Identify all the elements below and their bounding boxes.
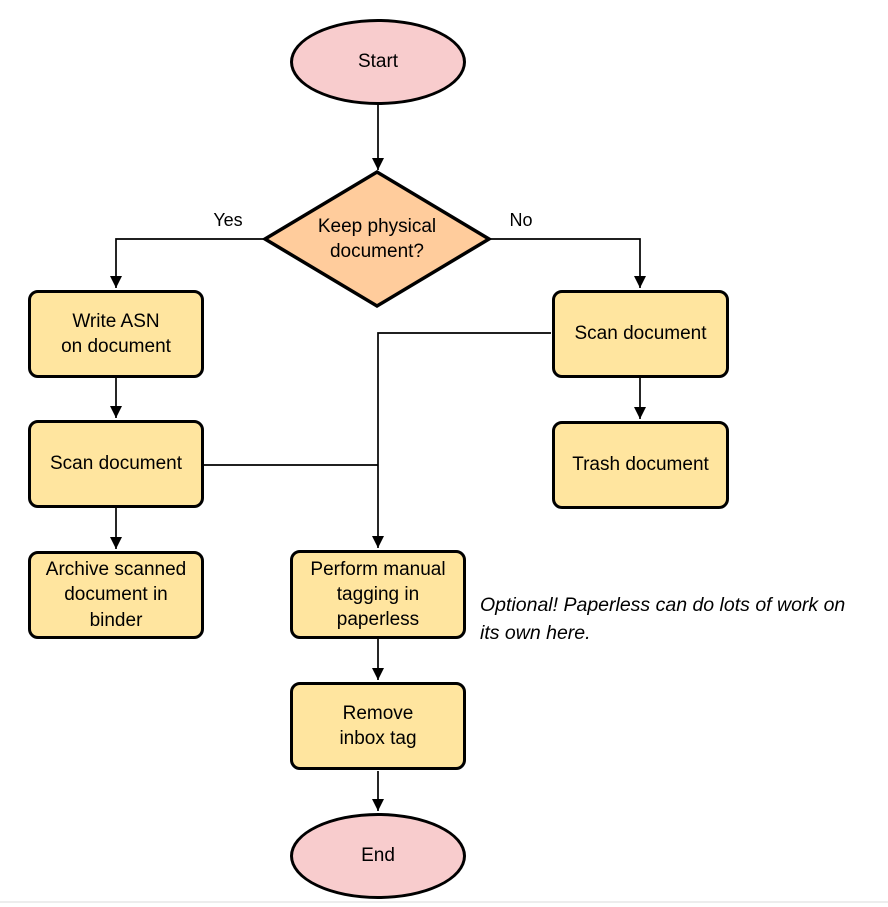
edge-label-no: No	[496, 209, 546, 231]
decision-diamond-shape	[261, 169, 493, 309]
annotation-note: Optional! Paperless can do lots of work …	[480, 594, 846, 644]
node-trash-document: Trash document	[552, 421, 729, 509]
node-end-terminator: End	[290, 813, 466, 899]
edge-scan-right-to-tagging	[372, 332, 551, 548]
node-remove-inbox-tag: Remove inbox tag	[290, 682, 466, 770]
node-scan-document-right: Scan document	[552, 290, 729, 378]
node-manual-tagging: Perform manual tagging in paperless	[290, 550, 466, 639]
node-write-asn: Write ASN on document	[28, 290, 204, 378]
edge-decision-yes-to-write-asn	[110, 238, 266, 288]
node-archive-binder: Archive scanned document in binder	[28, 551, 204, 639]
node-scan-document-left: Scan document	[28, 420, 204, 508]
node-start-terminator: Start	[290, 19, 466, 105]
edge-decision-no-to-scan-right	[488, 238, 646, 288]
node-decision-label: Keep physical document?	[317, 215, 437, 262]
bottom-divider	[0, 901, 888, 903]
edge-label-yes: Yes	[203, 209, 253, 231]
